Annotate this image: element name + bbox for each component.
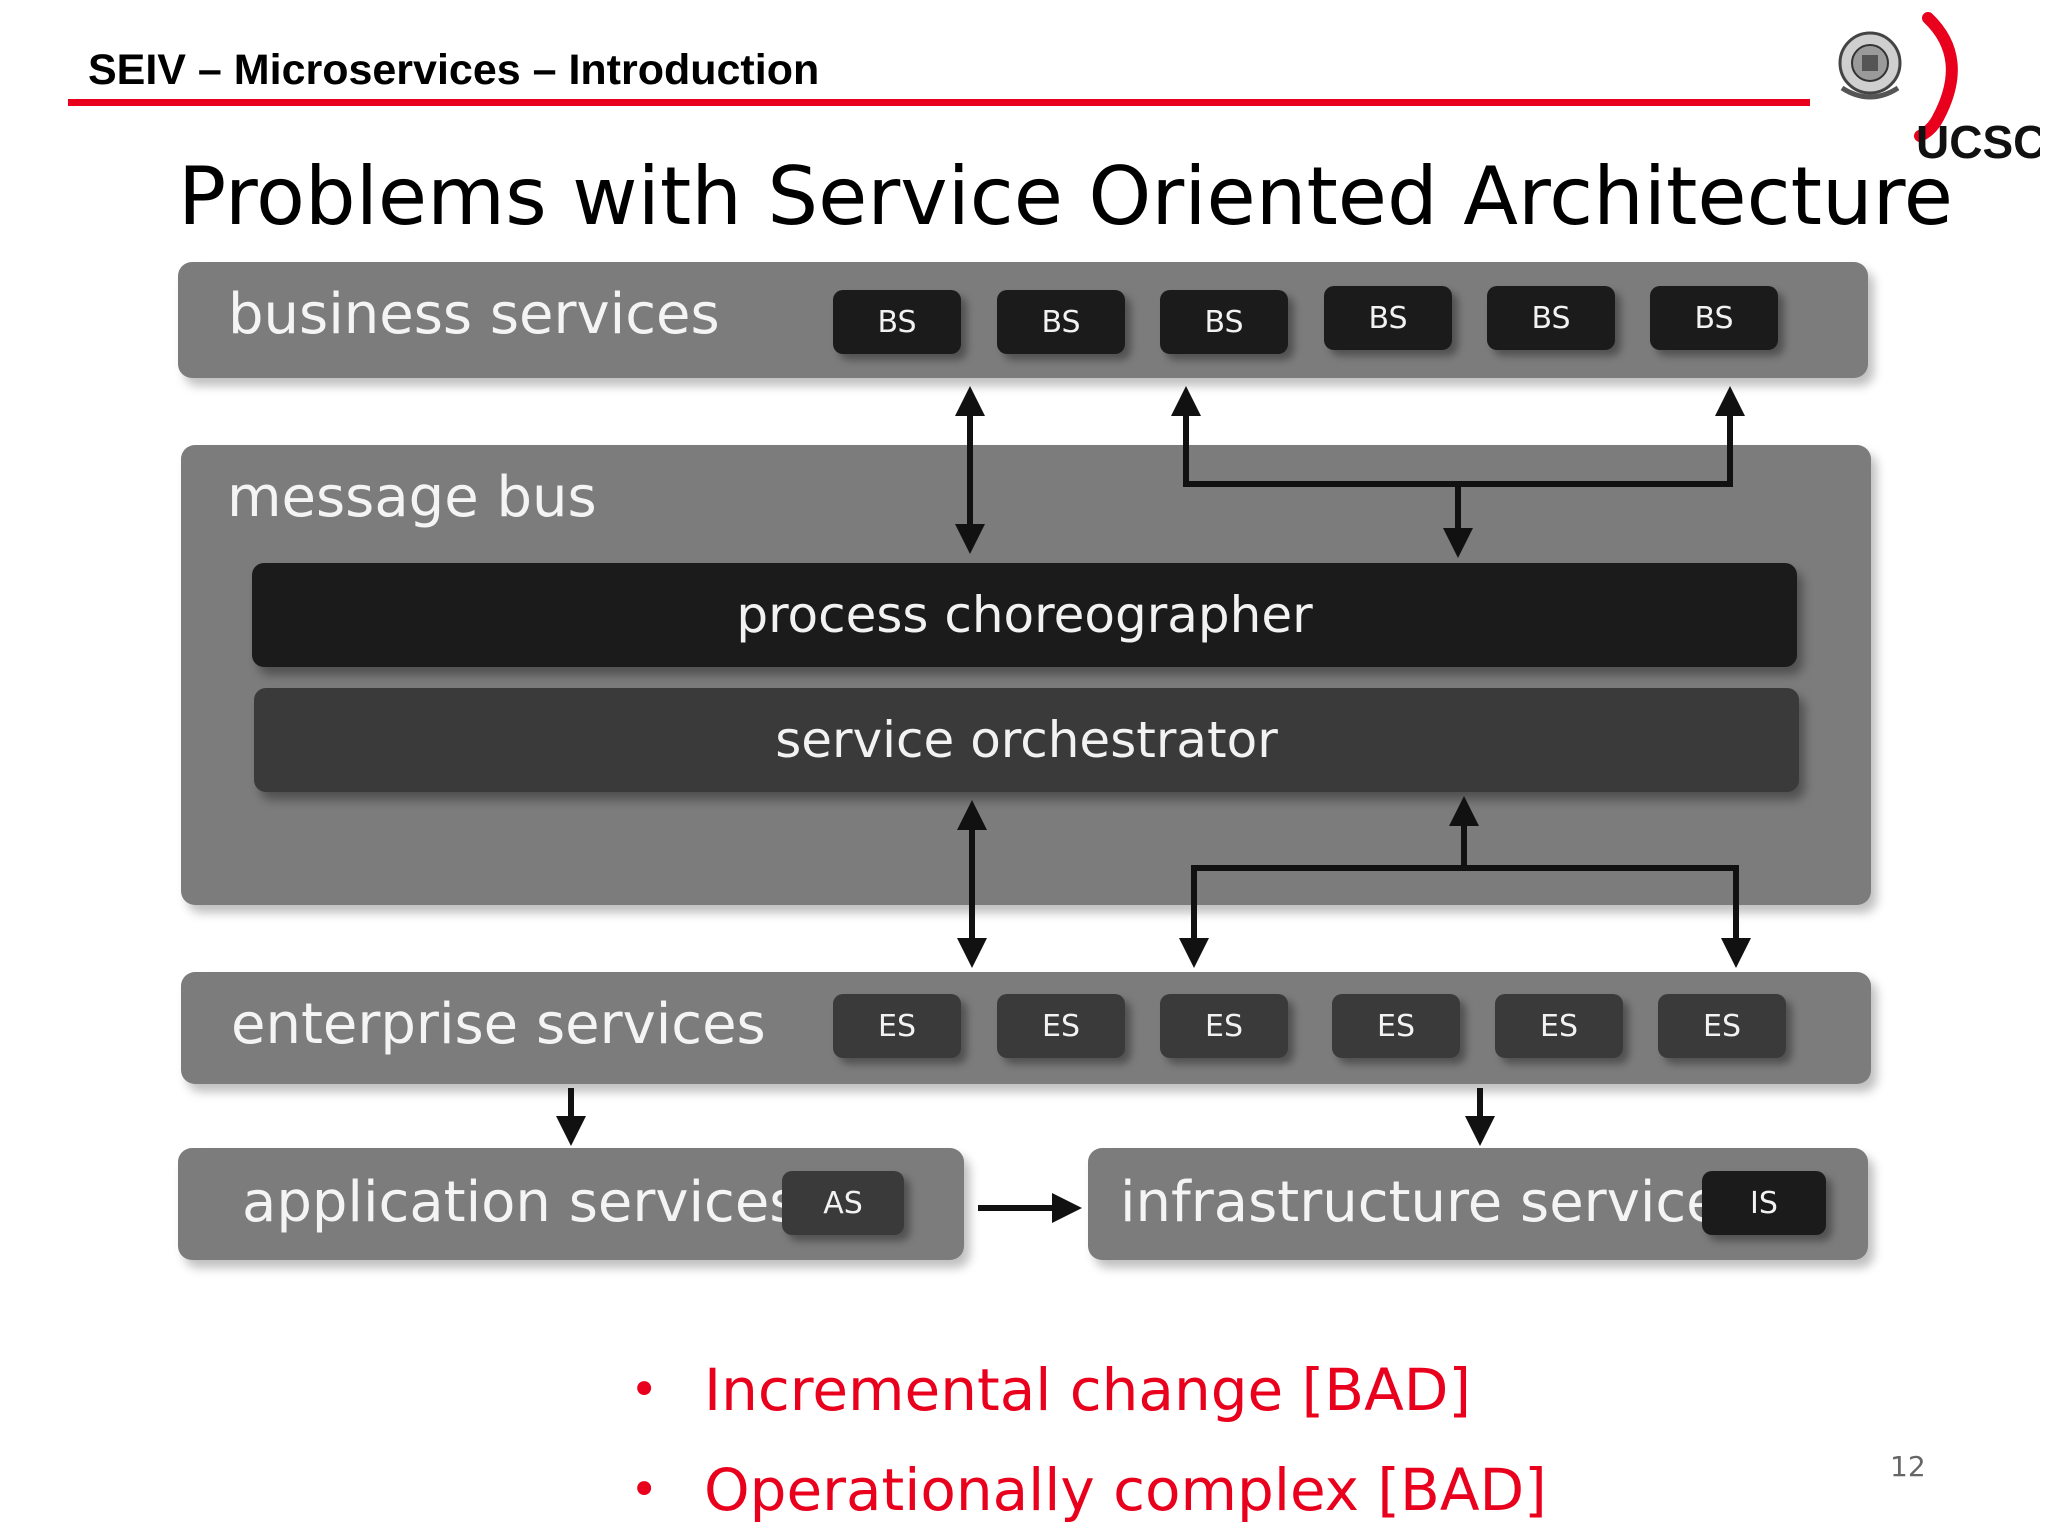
enterprise-service-box: ES [1658,994,1786,1058]
enterprise-service-box: ES [1495,994,1623,1058]
bullet-dot-icon: • [630,1462,659,1518]
infrastructure-services-label: infrastructure services [1120,1170,1750,1235]
business-services-label: business services [228,282,720,347]
bullet-item: • Operationally complex [BAD] [630,1440,1547,1540]
business-service-box: BS [997,290,1125,354]
business-service-box: BS [1487,286,1615,350]
enterprise-service-box: ES [833,994,961,1058]
enterprise-service-box: ES [1332,994,1460,1058]
message-bus-label: message bus [227,465,597,530]
enterprise-services-label: enterprise services [231,992,766,1057]
application-services-label: application services [242,1170,799,1235]
business-service-box: BS [833,290,961,354]
business-service-box: BS [1324,286,1452,350]
ucsc-logo: UCSC [1838,12,2040,168]
business-service-box: BS [1650,286,1778,350]
header-title: SEIV – Microservices – Introduction [88,46,820,94]
crest-icon [1838,31,1902,100]
enterprise-service-box: ES [997,994,1125,1058]
bullet-text: Operationally complex [BAD] [704,1456,1547,1524]
slide-title: Problems with Service Oriented Architect… [178,150,1953,243]
header-rule [68,99,1810,106]
logo-text: UCSC [1916,116,2040,168]
bullet-item: • Incremental change [BAD] [630,1340,1547,1440]
application-service-box: AS [782,1171,904,1235]
enterprise-service-box: ES [1160,994,1288,1058]
bullet-dot-icon: • [630,1362,659,1418]
service-orchestrator-bar: service orchestrator [254,688,1799,792]
process-choreographer-bar: process choreographer [252,563,1797,667]
page-number: 12 [1890,1450,1926,1483]
infrastructure-service-box: IS [1702,1171,1826,1235]
bullet-text: Incremental change [BAD] [704,1356,1472,1424]
business-service-box: BS [1160,290,1288,354]
message-bus-band: message bus [181,445,1871,905]
bullet-list: • Incremental change [BAD] • Operationally… [630,1340,1547,1540]
